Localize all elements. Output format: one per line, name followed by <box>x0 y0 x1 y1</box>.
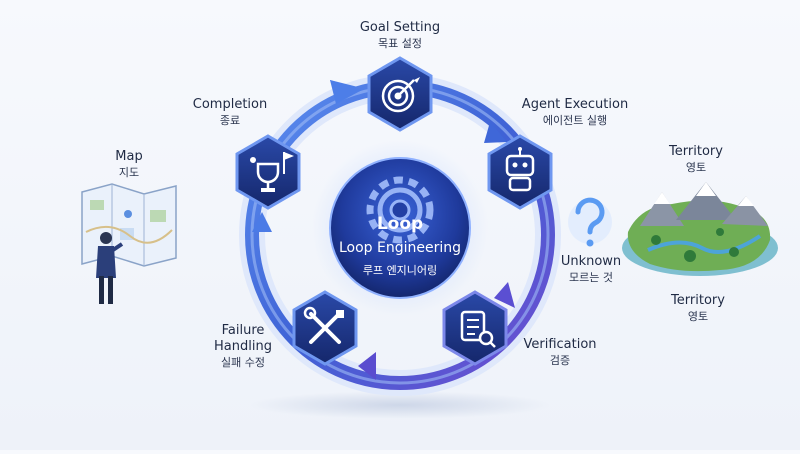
map-title: Map <box>115 149 143 164</box>
target-icon <box>381 77 420 113</box>
agent-execution-title: Agent Execution <box>521 97 629 112</box>
completion-title-ko: 종료 <box>219 114 241 127</box>
arrow-head-top-icon <box>330 80 362 104</box>
agent-execution-node[interactable] <box>487 134 553 210</box>
goal-setting-node[interactable] <box>367 56 433 132</box>
failure-handling-line1: Failure <box>221 323 265 338</box>
unknown-title-ko: 모르는 것 <box>569 271 613 284</box>
robot-icon <box>505 147 535 192</box>
checklist-icon <box>460 310 496 348</box>
verification-title-ko: 검증 <box>549 354 571 367</box>
tools-icon <box>303 306 344 344</box>
arrow-to-agent-icon <box>484 122 507 143</box>
failure-handling-node[interactable] <box>292 290 358 366</box>
person-figure <box>96 232 124 304</box>
completion-title: Completion <box>192 97 268 112</box>
map-title-ko: 지도 <box>118 166 140 179</box>
map-label: Map 지도 <box>115 149 142 180</box>
goal-setting-title: Goal Setting <box>359 20 441 35</box>
territory-landscape <box>622 182 778 276</box>
territory-top-label: Territory 영토 <box>669 144 723 175</box>
verification-node[interactable] <box>442 290 508 366</box>
territory-top-title: Territory <box>669 144 723 159</box>
goal-setting-label: Goal Setting 목표 설정 <box>360 20 440 51</box>
completion-node[interactable] <box>235 134 301 210</box>
question-mark-icon <box>568 197 612 247</box>
loop-subtitle: Loop Engineering <box>338 240 462 256</box>
failure-handling-label: Failure Handling 실패 수정 <box>214 323 272 370</box>
map-illustration <box>81 183 177 267</box>
loop-title: Loop <box>376 214 424 234</box>
arrow-to-failure-icon <box>358 352 376 380</box>
arrow-to-completion-icon <box>252 212 272 232</box>
territory-top-title-ko: 영토 <box>685 161 707 174</box>
completion-label: Completion 종료 <box>193 97 267 128</box>
failure-handling-line2: Handling <box>214 339 272 354</box>
territory-bottom-title: Territory <box>671 293 725 308</box>
agent-execution-label: Agent Execution 에이전트 실행 <box>522 97 628 128</box>
verification-label: Verification 검증 <box>523 337 596 368</box>
trophy-icon <box>250 152 294 192</box>
unknown-title: Unknown <box>560 254 622 269</box>
floor-shadow <box>250 391 550 419</box>
goal-setting-title-ko: 목표 설정 <box>378 37 422 50</box>
failure-handling-title-ko: 실패 수정 <box>221 356 265 369</box>
arrow-to-verification-icon <box>494 282 515 308</box>
verification-title: Verification <box>523 337 597 352</box>
gear-icon <box>366 176 434 244</box>
territory-bottom-title-ko: 영토 <box>687 310 709 323</box>
loop-subtitle-ko: 루프 엔지니어링 <box>362 264 438 277</box>
agent-execution-title-ko: 에이전트 실행 <box>542 114 608 127</box>
territory-bottom-label: Territory 영토 <box>671 293 725 324</box>
unknown-label: Unknown 모르는 것 <box>561 254 621 285</box>
